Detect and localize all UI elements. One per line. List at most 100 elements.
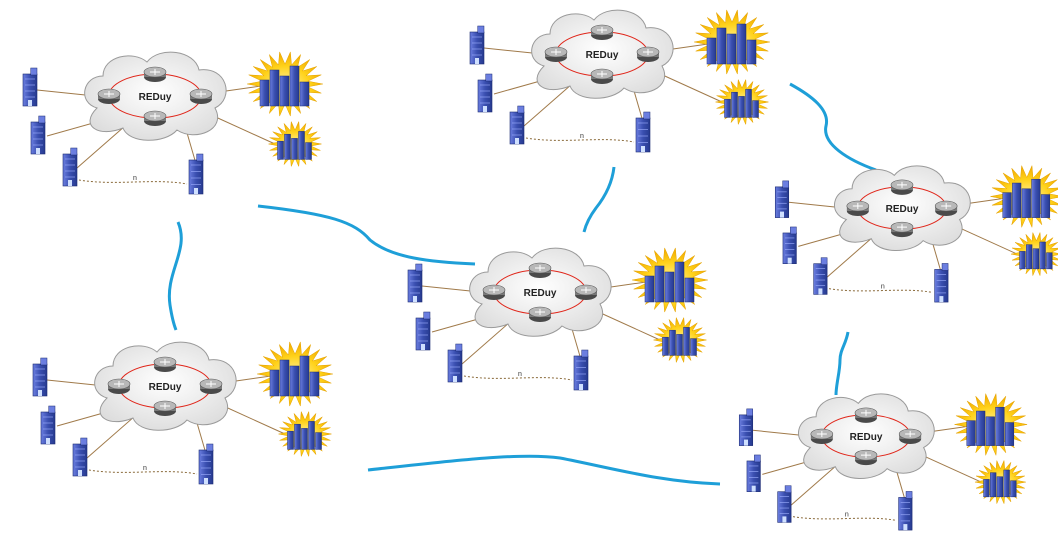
router-icon bbox=[199, 378, 223, 394]
building-icon bbox=[782, 226, 797, 264]
access-link bbox=[655, 71, 723, 103]
router-icon bbox=[153, 400, 177, 416]
backbone-links bbox=[167, 82, 877, 486]
access-link bbox=[523, 83, 573, 127]
dashed-link bbox=[463, 375, 573, 381]
router-icon bbox=[97, 88, 121, 104]
building-icon bbox=[32, 357, 48, 397]
building-icon bbox=[62, 147, 78, 187]
city-icon bbox=[632, 247, 708, 313]
network-cluster-c: REDuy n bbox=[407, 247, 708, 391]
router-icon bbox=[482, 284, 506, 300]
building-icon bbox=[407, 263, 423, 303]
building-icon bbox=[774, 180, 790, 218]
dashed-link bbox=[78, 179, 188, 185]
router-icon bbox=[590, 68, 614, 84]
router-icon bbox=[544, 46, 568, 62]
building-icon bbox=[188, 153, 204, 195]
backbone-link-bl-br bbox=[367, 454, 721, 486]
router-icon bbox=[574, 284, 598, 300]
building-icon bbox=[22, 67, 38, 107]
network-cloud bbox=[469, 247, 612, 337]
router-icon bbox=[590, 24, 614, 40]
network-cloud bbox=[834, 165, 971, 251]
router-icon bbox=[934, 200, 958, 216]
building-icon bbox=[40, 405, 56, 445]
backbone-link-tc-c bbox=[582, 166, 616, 233]
network-label: REDuy bbox=[886, 204, 919, 215]
city-icon bbox=[1010, 232, 1058, 276]
access-link bbox=[208, 113, 276, 145]
access-link bbox=[76, 125, 126, 169]
router-icon bbox=[846, 200, 870, 216]
city-icon bbox=[715, 79, 769, 125]
network-label: REDuy bbox=[586, 50, 619, 61]
router-icon bbox=[810, 428, 834, 444]
city-icon bbox=[247, 51, 323, 117]
city-icon bbox=[954, 393, 1028, 456]
network-cluster-tc: REDuy n bbox=[469, 9, 770, 153]
building-icon bbox=[813, 257, 828, 295]
access-link bbox=[86, 415, 136, 459]
access-link bbox=[593, 309, 661, 341]
router-icon bbox=[153, 356, 177, 372]
building-icon bbox=[30, 115, 46, 155]
dashed-link bbox=[828, 288, 933, 293]
network-cluster-tl: REDuy n bbox=[22, 51, 323, 195]
router-icon bbox=[854, 407, 878, 423]
building-icon bbox=[509, 105, 525, 145]
network-cloud bbox=[84, 51, 227, 141]
link-label: n bbox=[133, 175, 137, 182]
city-icon bbox=[694, 9, 770, 75]
backbone-link-r-br bbox=[834, 331, 850, 396]
router-icon bbox=[143, 110, 167, 126]
building-icon bbox=[934, 263, 949, 303]
building-icon bbox=[898, 491, 913, 531]
router-icon bbox=[890, 179, 914, 195]
router-icon bbox=[528, 306, 552, 322]
backbone-link-tc-r bbox=[789, 82, 877, 172]
building-icon bbox=[635, 111, 651, 153]
city-icon bbox=[278, 411, 332, 457]
access-link bbox=[790, 464, 838, 506]
access-link bbox=[917, 452, 982, 483]
network-label: REDuy bbox=[139, 92, 172, 103]
network-label: REDuy bbox=[149, 382, 182, 393]
building-icon bbox=[469, 25, 485, 65]
city-icon bbox=[257, 341, 333, 407]
backbone-link-tl-c bbox=[257, 204, 476, 266]
router-icon bbox=[143, 66, 167, 82]
city-icon bbox=[653, 317, 707, 363]
building-icon bbox=[746, 454, 761, 492]
router-icon bbox=[854, 449, 878, 466]
city-icon bbox=[268, 121, 322, 167]
network-label: REDuy bbox=[850, 432, 883, 443]
city-icon bbox=[974, 460, 1026, 504]
link-label: n bbox=[518, 371, 522, 378]
building-icon bbox=[777, 485, 792, 523]
building-icon bbox=[72, 437, 88, 477]
dashed-link bbox=[792, 516, 897, 521]
building-icon bbox=[573, 349, 589, 391]
network-cloud bbox=[94, 341, 237, 431]
router-icon bbox=[636, 46, 660, 62]
router-icon bbox=[528, 262, 552, 278]
router-icon bbox=[189, 88, 213, 104]
link-label: n bbox=[143, 465, 147, 472]
router-icon bbox=[107, 378, 131, 394]
dashed-link bbox=[525, 137, 635, 143]
access-link bbox=[218, 403, 286, 435]
network-label: REDuy bbox=[524, 288, 557, 299]
building-icon bbox=[415, 311, 431, 351]
city-icon bbox=[990, 165, 1058, 228]
building-icon bbox=[198, 443, 214, 485]
backbone-link-tl-bl bbox=[167, 221, 183, 331]
network-cloud bbox=[798, 393, 935, 479]
link-label: n bbox=[580, 133, 584, 140]
building-icon bbox=[738, 408, 754, 446]
building-icon bbox=[447, 343, 463, 383]
access-link bbox=[953, 224, 1018, 255]
dashed-link bbox=[88, 469, 198, 475]
